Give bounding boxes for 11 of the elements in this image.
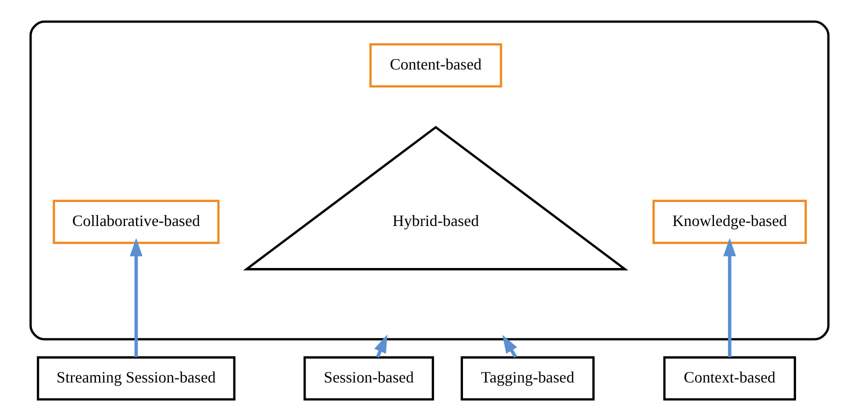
node-box: Knowledge-based <box>652 200 806 244</box>
node-box: Session-based <box>303 356 434 401</box>
node-box: Context-based <box>662 356 796 401</box>
node-box: Content-based <box>368 43 502 88</box>
arrow <box>722 238 736 358</box>
node-box: Collaborative-based <box>52 200 220 244</box>
node-box: Streaming Session-based <box>36 356 235 401</box>
arrow <box>502 334 517 358</box>
node-box: Tagging-based <box>460 356 594 401</box>
cluster <box>28 20 830 340</box>
arrow <box>129 238 142 358</box>
